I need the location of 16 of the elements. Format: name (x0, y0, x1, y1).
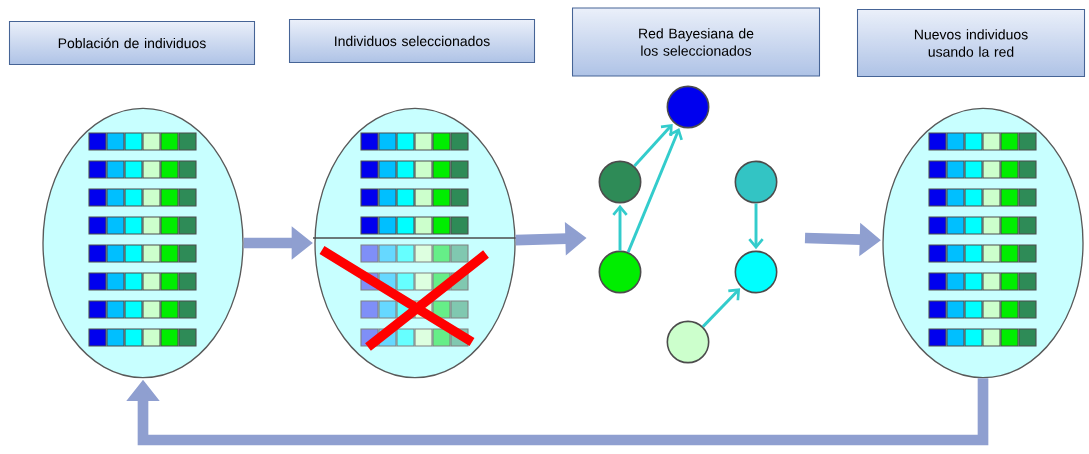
arrow (701, 288, 741, 328)
network-node (598, 250, 642, 294)
heading-box: Población de individuos (8, 20, 256, 66)
network-node (734, 250, 778, 294)
network-node (666, 320, 710, 364)
network-node (734, 160, 778, 204)
arrow (626, 128, 683, 253)
arrow (126, 378, 989, 446)
arrow (612, 204, 628, 251)
heading-box: Nuevos individuos usando la red (856, 8, 1086, 78)
arrow (748, 203, 764, 250)
network-node (666, 85, 710, 129)
arrow (633, 123, 673, 168)
heading-box: Individuos seleccionados (288, 18, 536, 64)
network-node (598, 160, 642, 204)
heading-box: Red Bayesiana de los seleccionados (571, 7, 821, 77)
